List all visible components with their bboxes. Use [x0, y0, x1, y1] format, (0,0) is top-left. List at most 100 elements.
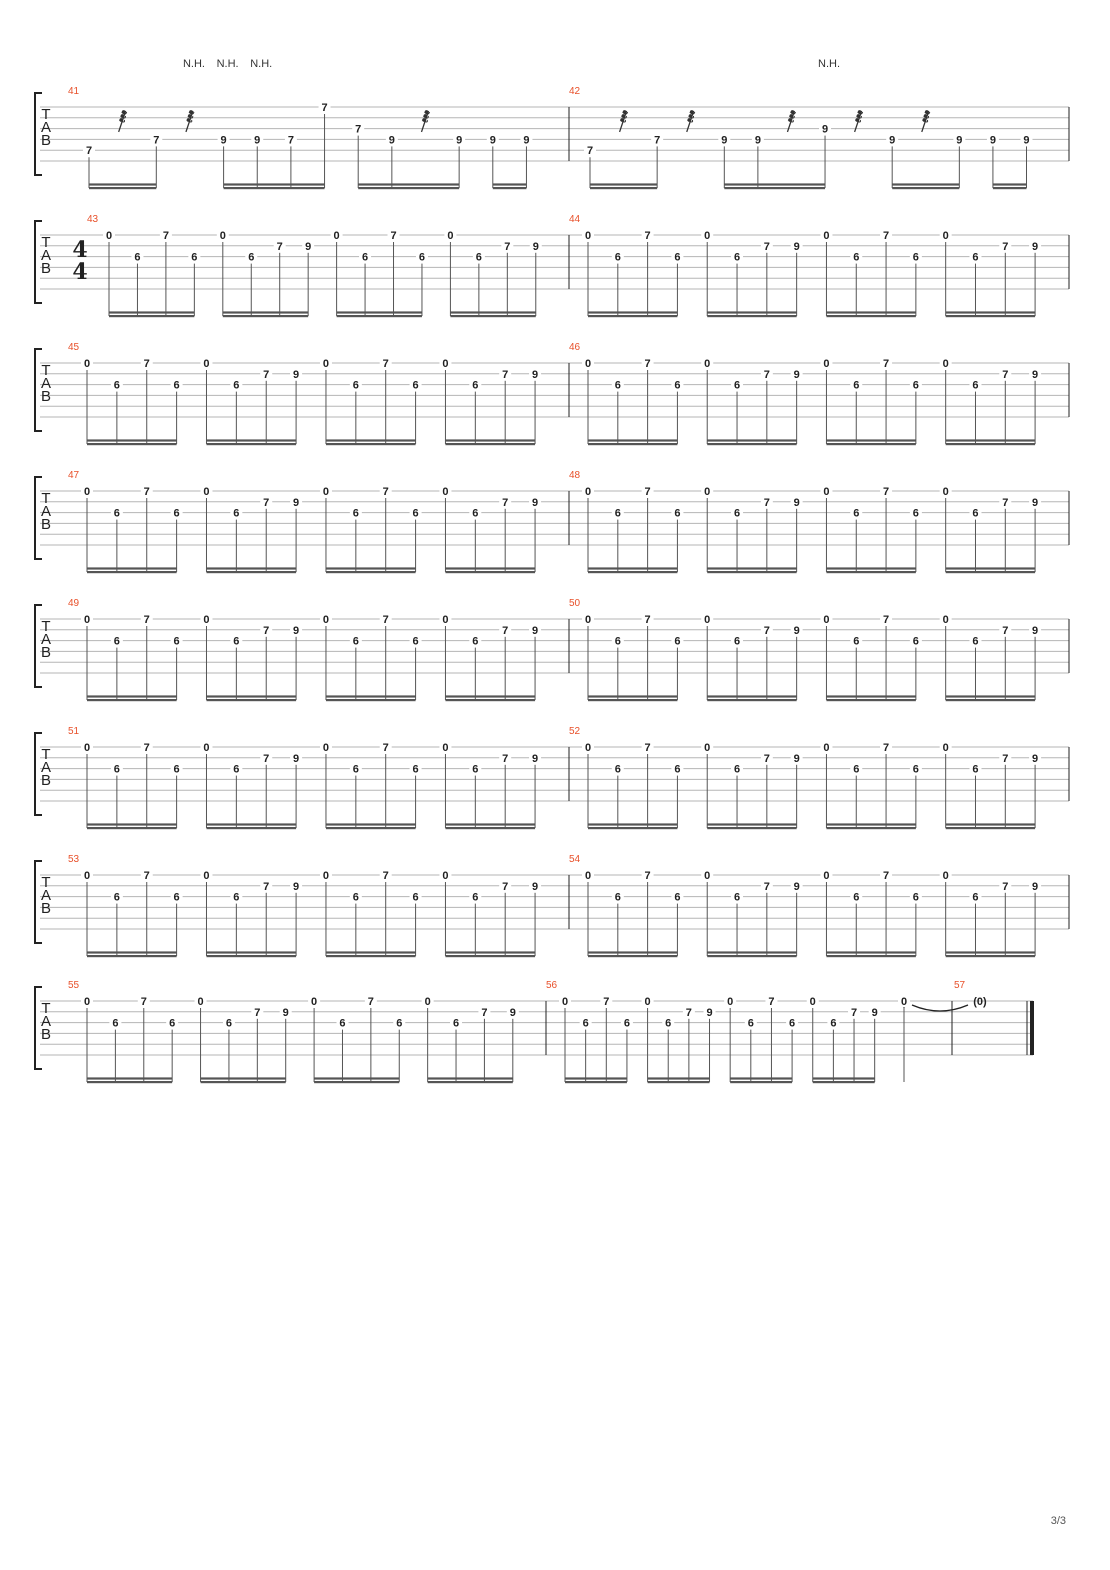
fret-number: 6 — [972, 380, 978, 392]
measure-number: 43 — [87, 214, 99, 225]
note-beam — [707, 439, 797, 442]
fret-number: 9 — [706, 1007, 712, 1019]
note-beam — [647, 1077, 710, 1080]
fret-number: 0 — [823, 358, 829, 370]
fret-background — [671, 506, 684, 519]
note-beam — [588, 695, 678, 698]
fret-number: 6 — [913, 636, 919, 648]
rest-flag — [622, 111, 629, 115]
fret-number: 6 — [853, 764, 859, 776]
fret-background — [131, 250, 144, 263]
fret-number: 7 — [502, 369, 508, 381]
fret-background — [486, 133, 499, 146]
fret-background — [999, 367, 1012, 380]
system-bracket — [34, 476, 42, 560]
fret-background — [529, 751, 542, 764]
note-beam — [336, 311, 422, 314]
fret-background — [81, 869, 93, 881]
fret-background — [662, 1016, 675, 1029]
note-beam — [945, 315, 1036, 318]
note-beam — [588, 823, 678, 826]
note-beam — [87, 571, 177, 574]
fret-background — [671, 762, 684, 775]
fret-background — [170, 378, 183, 391]
fret-number: 9 — [523, 134, 529, 146]
fret-number: 7 — [645, 230, 651, 242]
fret-number: 6 — [734, 252, 740, 264]
fret-number: 6 — [413, 508, 419, 520]
fret-background — [200, 485, 213, 497]
tab-clef-letter: B — [41, 772, 51, 789]
fret-number: 6 — [453, 1018, 459, 1030]
fret-number: 7 — [321, 102, 327, 114]
note-beam — [707, 699, 797, 702]
rest-flag — [186, 119, 193, 123]
fret-number: 7 — [883, 614, 889, 626]
fret-number: 0 — [943, 358, 949, 370]
tab-clef-letter: B — [41, 900, 51, 917]
note-beam — [945, 951, 1036, 954]
fret-background — [260, 623, 273, 636]
fret-background — [939, 869, 952, 881]
fret-number: 7 — [86, 145, 92, 157]
fret-number: 0 — [442, 358, 448, 370]
fret-background — [582, 229, 594, 241]
fret-background — [140, 869, 153, 881]
fret-number: 0 — [323, 870, 329, 882]
fret-number: 7 — [263, 881, 269, 893]
fret-number: 7 — [502, 497, 508, 509]
fret-number: 9 — [293, 753, 299, 765]
fret-number: 6 — [830, 1018, 836, 1030]
fret-number: 7 — [502, 753, 508, 765]
note-beam — [826, 823, 916, 826]
fret-background — [724, 995, 737, 1007]
fret-number: 6 — [339, 1018, 345, 1030]
fret-number: 6 — [362, 252, 368, 264]
fret-background — [230, 634, 243, 647]
fret-background — [81, 613, 93, 625]
fret-background — [469, 378, 482, 391]
fret-number: 0 — [823, 870, 829, 882]
fret-background — [820, 869, 833, 881]
fret-number: 0 — [84, 870, 90, 882]
note-beam — [206, 955, 297, 958]
fret-number: 6 — [734, 380, 740, 392]
fret-background — [909, 506, 922, 519]
fret-number: 7 — [1002, 241, 1008, 253]
rest-flag — [790, 111, 796, 115]
fret-number: 7 — [883, 870, 889, 882]
fret-background — [216, 229, 229, 241]
fret-background — [999, 495, 1012, 508]
tab-clef-letter: A — [41, 247, 51, 264]
note-beam — [206, 443, 297, 446]
note-beam — [992, 183, 1027, 186]
rest-flag — [856, 115, 862, 119]
note-beam — [314, 1077, 400, 1080]
fret-number: 6 — [674, 764, 680, 776]
fret-background — [880, 613, 893, 625]
fret-number: 0 — [704, 614, 710, 626]
fret-number: 6 — [248, 252, 254, 264]
fret-background — [478, 1005, 491, 1018]
note-beam — [206, 695, 297, 698]
fret-background — [336, 1016, 349, 1029]
note-beam — [892, 187, 960, 190]
fret-number: 9 — [490, 134, 496, 146]
fret-background — [520, 133, 533, 146]
fret-number: 7 — [383, 870, 389, 882]
fret-number: 6 — [734, 508, 740, 520]
measure-number: 48 — [569, 470, 581, 481]
fret-background — [850, 890, 863, 903]
fret-number: 6 — [472, 508, 478, 520]
fret-number: 0 — [203, 614, 209, 626]
rest-flag — [689, 111, 696, 115]
fret-background — [200, 613, 213, 625]
note-beam — [812, 1081, 875, 1084]
fret-number: 7 — [645, 486, 651, 498]
fret-number: 7 — [654, 134, 660, 146]
fret-number: 7 — [883, 358, 889, 370]
note-beam — [325, 439, 416, 442]
fret-number: 6 — [233, 508, 239, 520]
fret-background — [103, 229, 115, 241]
fret-background — [731, 634, 744, 647]
